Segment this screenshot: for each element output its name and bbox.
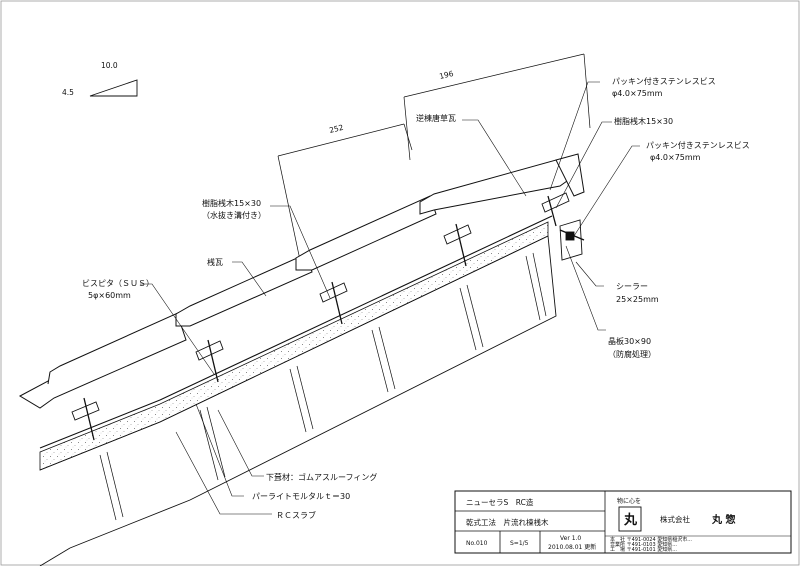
label-rc-slab: ＲＣスラブ — [276, 510, 316, 520]
title-scale: S=1/5 — [510, 540, 529, 547]
dimension-lines — [277, 53, 591, 261]
dimension-252: 252 — [328, 123, 344, 135]
label-resin-batten-left: 樹脂桟木15×30 — [202, 198, 261, 208]
slope-run-text: 10.0 — [101, 61, 118, 70]
label-batten-tile: 桟瓦 — [207, 257, 223, 267]
label-sealer-size: 25×25mm — [616, 295, 659, 304]
underlay-roofing — [39, 215, 553, 449]
ridge-board — [559, 219, 583, 261]
leader-lines — [140, 81, 640, 515]
label-screw-top-1-size: φ4.0×75mm — [612, 89, 663, 98]
company-label: 株式会社 — [660, 514, 690, 524]
fine-print-1: 本 社 〒491-0024 愛知県稲沢市... — [610, 536, 692, 543]
perlite-mortar-layer — [39, 221, 549, 471]
title-block — [454, 490, 792, 554]
title-number: No.010 — [466, 540, 488, 547]
label-underlay: 下葺材：ゴムアスルーフィング — [266, 472, 377, 482]
label-screw-top-1: パッキン付きステンレスビス — [612, 76, 716, 86]
fine-print-3: 工 場 〒491-0101 愛知県... — [610, 546, 677, 553]
label-screw-sus-size: 5φ×60mm — [88, 291, 131, 300]
label-screw-top-2: パッキン付きステンレスビス — [646, 140, 750, 150]
slope-triangle: 10.0 4.5 — [62, 61, 138, 97]
label-ridge-tile: 逆棟唐草瓦 — [416, 113, 456, 123]
label-screw-top-2-size: φ4.0×75mm — [650, 153, 701, 162]
dimension-196: 196 — [438, 69, 454, 81]
title-version: Ver 1.0 — [560, 535, 581, 542]
rc-slab — [39, 235, 557, 566]
label-mortar: パーライトモルタルｔ＝30 — [252, 492, 350, 501]
label-resin-batten-top: 樹脂桟木15×30 — [614, 116, 673, 126]
label-screw-sus: ビスピタ（ＳＵＳ） — [82, 279, 154, 288]
label-board-note: （防腐処理） — [608, 349, 656, 359]
label-sealer: シーラー — [616, 282, 648, 291]
label-board: 晶板30×90 — [608, 336, 651, 346]
resin-battens — [71, 192, 570, 421]
roof-tiles — [18, 153, 585, 409]
company-logo-mark: 丸 — [623, 512, 638, 528]
label-resin-batten-left-note: （水抜き溝付き） — [202, 210, 266, 220]
fine-print-2: 営業所 〒491-0103 愛知県... — [610, 541, 677, 548]
title-motto: 物に心を — [617, 497, 641, 505]
title-method: 乾式工法 片流れ棟桟木 — [466, 517, 549, 527]
title-product: ニューセラS RC造 — [466, 497, 534, 507]
screws — [83, 195, 585, 441]
company-name: 丸 惣 — [711, 513, 735, 526]
slope-rise-text: 4.5 — [62, 88, 74, 97]
title-date: 2010.08.01 更新 — [548, 543, 596, 551]
